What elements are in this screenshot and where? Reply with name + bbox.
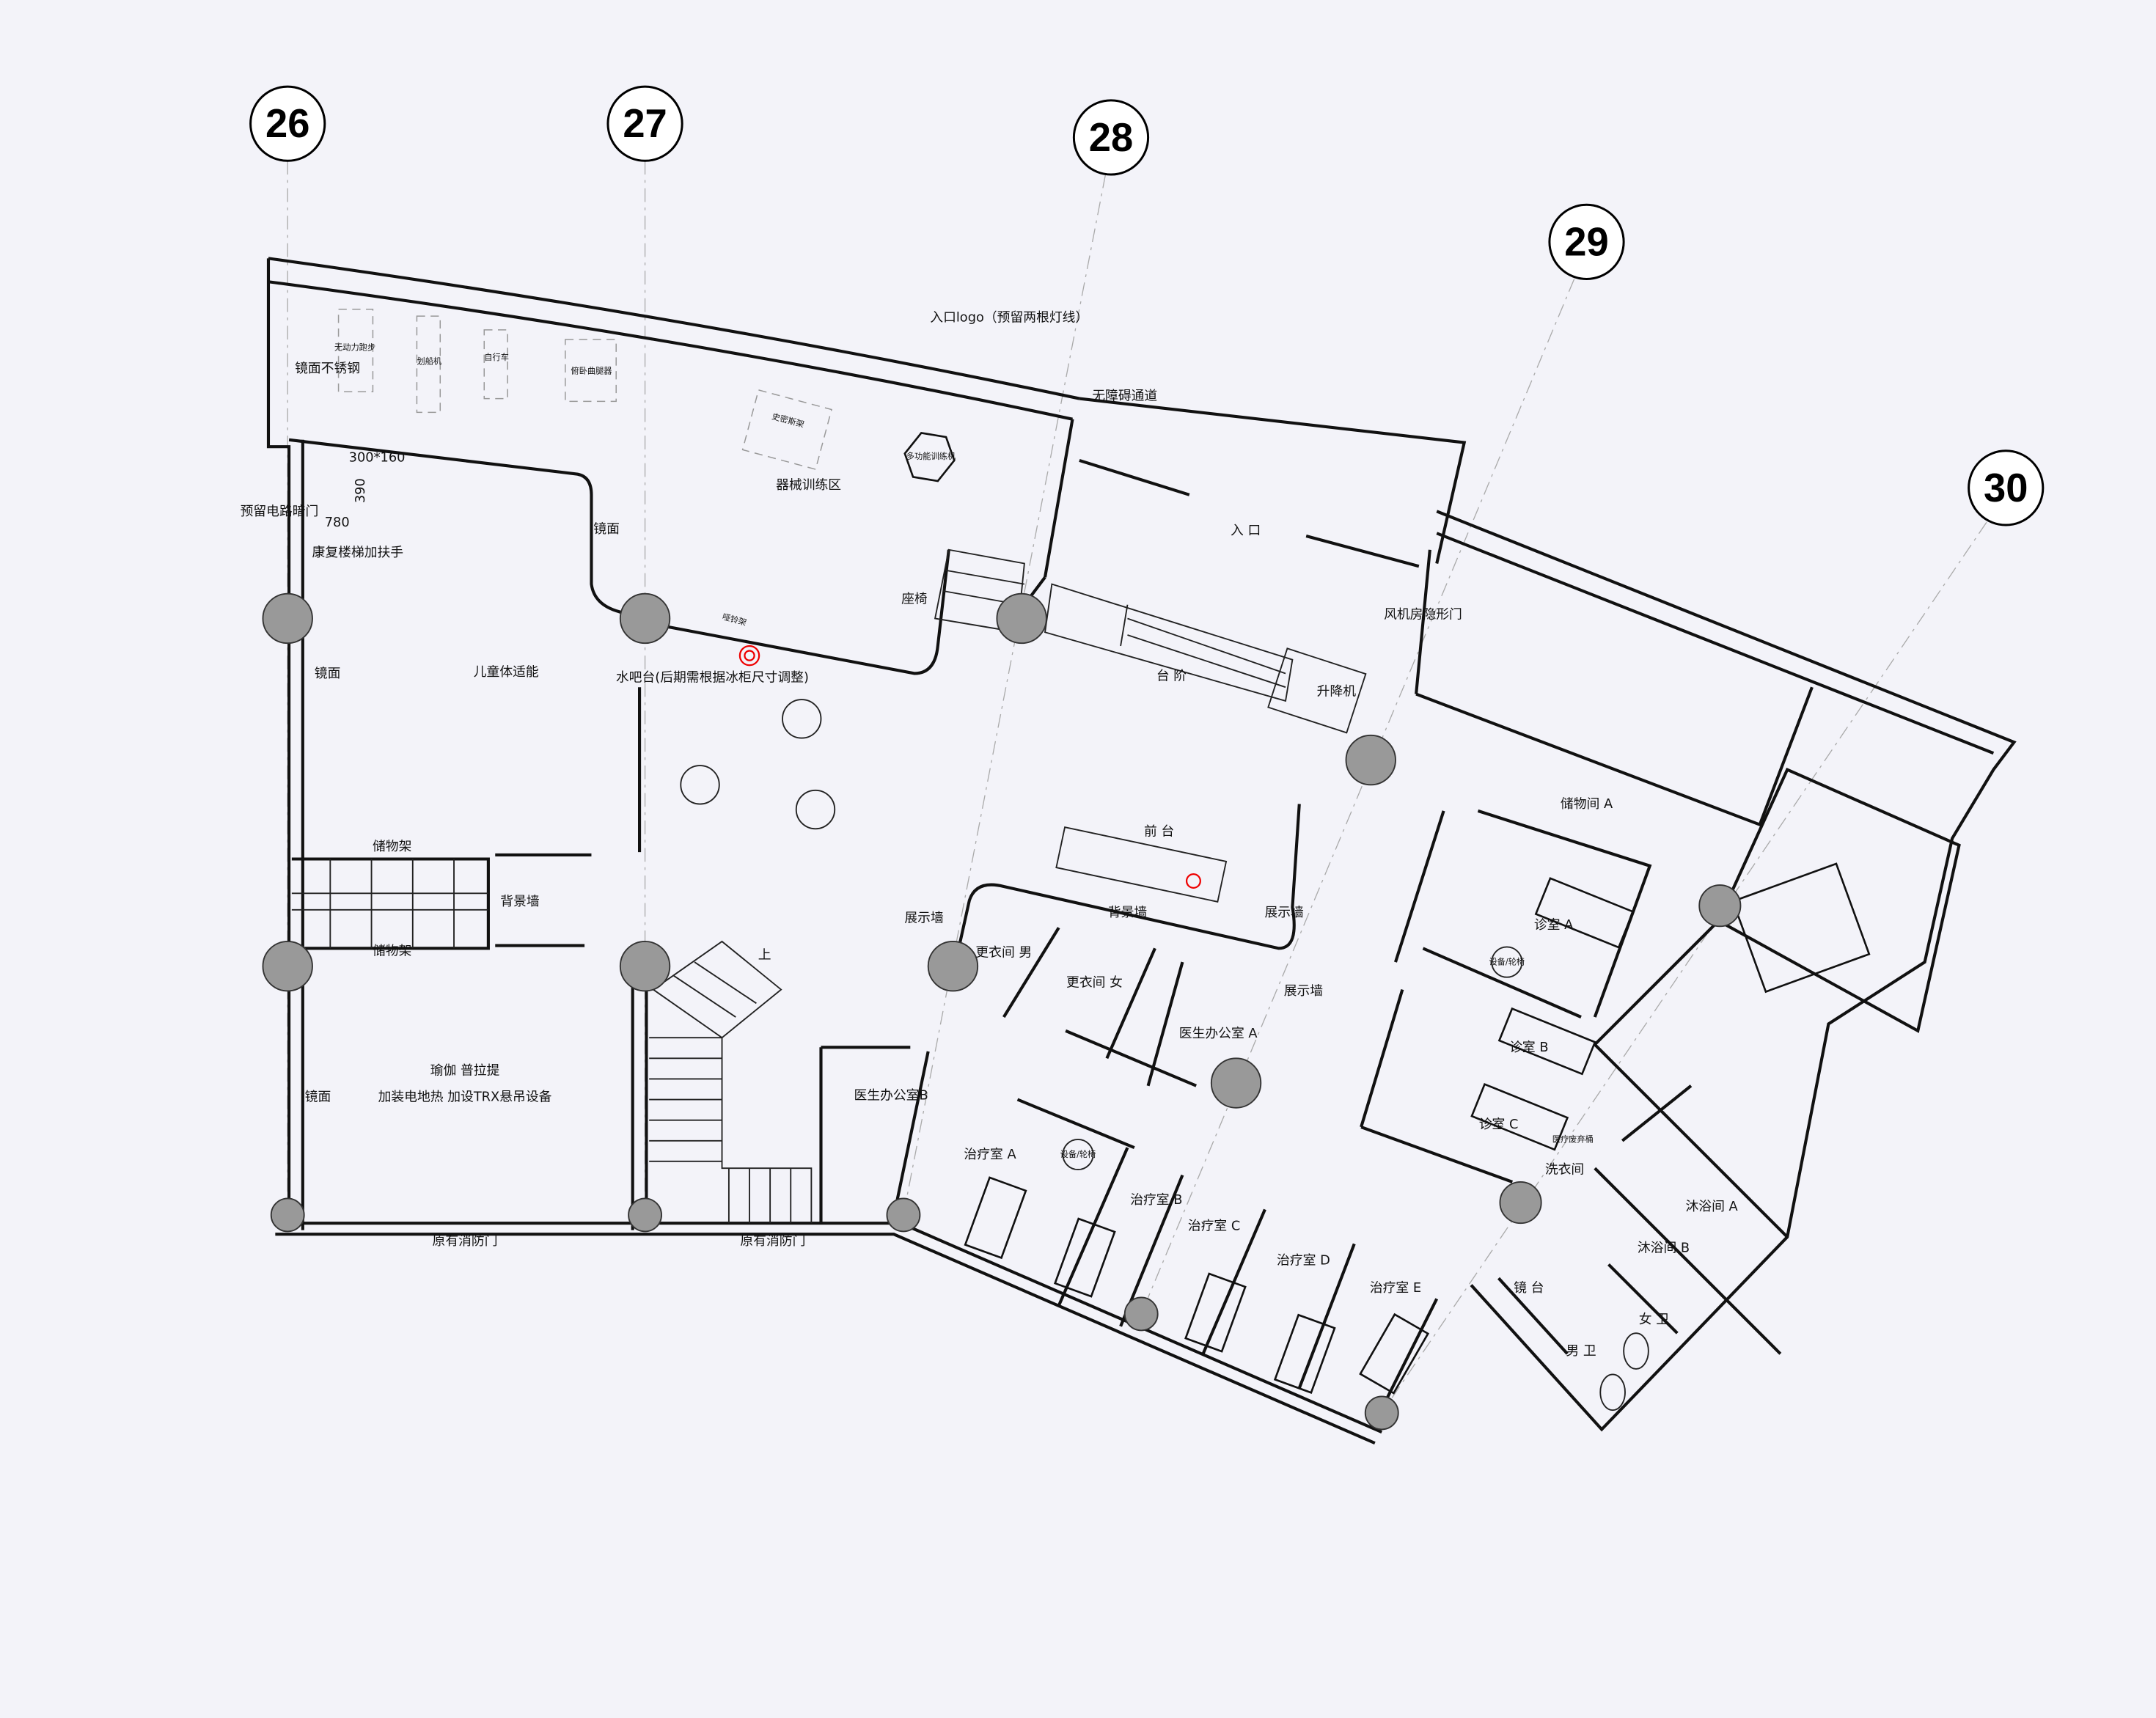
label-mirror: 镜面 bbox=[315, 666, 341, 681]
label-rehab-stair: 康复楼梯加扶手 bbox=[312, 545, 404, 560]
label-up: 上 bbox=[758, 947, 771, 963]
grid-bubble-27: 27 bbox=[606, 85, 683, 162]
label-accessible: 无障碍通道 bbox=[1092, 388, 1157, 403]
grid-lines bbox=[287, 161, 1987, 1414]
label-shower-a: 沐浴间 A bbox=[1685, 1199, 1738, 1214]
label-clinic-a: 诊室 A bbox=[1534, 917, 1574, 933]
label-entrance: 入 口 bbox=[1231, 523, 1261, 538]
label-treatment-a: 治疗室 A bbox=[964, 1147, 1016, 1162]
label-dumbbell: 哑铃架 bbox=[721, 612, 747, 628]
label-kids: 儿童体适能 bbox=[474, 664, 539, 680]
svg-text:27: 27 bbox=[623, 101, 667, 146]
label-storage-rack: 储物架 bbox=[373, 944, 412, 959]
label-medical-waste: 医疗废弃桶 bbox=[1552, 1134, 1594, 1144]
label-smith: 史密斯架 bbox=[771, 411, 805, 430]
grid-bubbles: 26 27 28 29 30 bbox=[249, 85, 2045, 526]
room-labels: 镜面不锈钢 无动力跑步 划船机 自行车 俯卧曲腿器 300*160 390 78… bbox=[241, 309, 1739, 1359]
label-display-wall: 展示墙 bbox=[904, 911, 944, 926]
label-clinic-b: 诊室 B bbox=[1509, 1040, 1548, 1055]
label-bg-wall: 背景墙 bbox=[500, 894, 540, 909]
label-equip-wheelchair: 设备/轮椅 bbox=[1060, 1149, 1096, 1159]
label-yoga: 瑜伽 普拉提 bbox=[430, 1063, 500, 1079]
label-treadmill: 无动力跑步 bbox=[334, 342, 375, 353]
label-locker-men: 更衣间 男 bbox=[975, 944, 1032, 960]
label-bike: 自行车 bbox=[484, 352, 509, 362]
drain-marker-icon bbox=[738, 645, 760, 667]
grid-bubble-28: 28 bbox=[1072, 99, 1150, 176]
label-steps: 台 阶 bbox=[1156, 669, 1187, 684]
svg-text:28: 28 bbox=[1089, 115, 1133, 160]
svg-text:30: 30 bbox=[1984, 466, 2028, 510]
label-bg-wall: 背景墙 bbox=[1108, 905, 1148, 920]
label-storage-rack: 储物架 bbox=[373, 839, 412, 854]
grid-bubble-30: 30 bbox=[1968, 449, 2045, 526]
label-clinic-c: 诊室 C bbox=[1479, 1117, 1519, 1132]
label-reception: 前 台 bbox=[1144, 824, 1174, 840]
label-fire-door: 原有消防门 bbox=[433, 1233, 498, 1249]
label-entrance-logo: 入口logo（预留两根灯线） bbox=[930, 309, 1088, 325]
label-seat: 座椅 bbox=[901, 592, 928, 607]
label-rowing: 划船机 bbox=[417, 356, 441, 366]
label-leg-curl: 俯卧曲腿器 bbox=[571, 366, 612, 376]
label-treatment-e: 治疗室 E bbox=[1370, 1280, 1421, 1296]
label-dim-390: 390 bbox=[353, 478, 368, 503]
label-shower-b: 沐浴间 B bbox=[1638, 1240, 1690, 1255]
label-multi-trainer: 多功能训练机 bbox=[906, 451, 956, 461]
label-equip-wheelchair: 设备/轮椅 bbox=[1489, 957, 1525, 967]
label-lift: 升降机 bbox=[1317, 683, 1357, 699]
label-display-wall: 展示墙 bbox=[1284, 983, 1324, 999]
grid-bubble-26: 26 bbox=[249, 85, 326, 162]
label-equip-zone: 器械训练区 bbox=[776, 477, 841, 493]
label-display-wall: 展示墙 bbox=[1264, 905, 1304, 920]
grid-bubble-29: 29 bbox=[1548, 203, 1625, 281]
drain-marker-icon bbox=[1185, 873, 1201, 889]
label-mirror-steel: 镜面不锈钢 bbox=[295, 361, 360, 376]
label-doctor-office-a: 医生办公室 A bbox=[1179, 1026, 1258, 1041]
columns bbox=[262, 592, 1742, 1431]
label-dim-780: 780 bbox=[325, 515, 350, 530]
label-hidden-door: 预留电路暗门 bbox=[241, 504, 319, 519]
label-laundry: 洗衣间 bbox=[1545, 1162, 1584, 1178]
furniture bbox=[337, 308, 1871, 1412]
label-treatment-b: 治疗室 B bbox=[1130, 1192, 1182, 1208]
label-locker-women: 更衣间 女 bbox=[1066, 975, 1123, 991]
label-treatment-c: 治疗室 C bbox=[1188, 1218, 1240, 1233]
reception-desk bbox=[1055, 826, 1228, 903]
multi-trainer-icon bbox=[903, 432, 956, 482]
label-women-wc: 女 卫 bbox=[1639, 1312, 1669, 1327]
label-yoga-note: 加装电地热 加设TRX悬吊设备 bbox=[378, 1089, 552, 1104]
red-markers bbox=[738, 645, 1201, 889]
label-water-bar: 水吧台(后期需根据冰柜尺寸调整) bbox=[616, 670, 809, 686]
label-doctor-office-b: 医生办公室B bbox=[854, 1087, 928, 1103]
label-stair-dim: 300*160 bbox=[349, 450, 406, 466]
label-mirror: 镜面 bbox=[305, 1089, 331, 1104]
svg-text:26: 26 bbox=[265, 101, 309, 146]
label-fire-door: 原有消防门 bbox=[740, 1233, 805, 1249]
svg-text:29: 29 bbox=[1564, 219, 1608, 264]
label-storage-a: 储物间 A bbox=[1561, 796, 1613, 812]
label-fan-room: 风机房隐形门 bbox=[1384, 606, 1462, 622]
label-mirror-counter: 镜 台 bbox=[1514, 1280, 1544, 1296]
label-men-wc: 男 卫 bbox=[1566, 1343, 1596, 1359]
walls bbox=[266, 257, 2017, 1445]
label-treatment-d: 治疗室 D bbox=[1277, 1252, 1330, 1268]
label-mirror: 镜面 bbox=[593, 521, 620, 537]
